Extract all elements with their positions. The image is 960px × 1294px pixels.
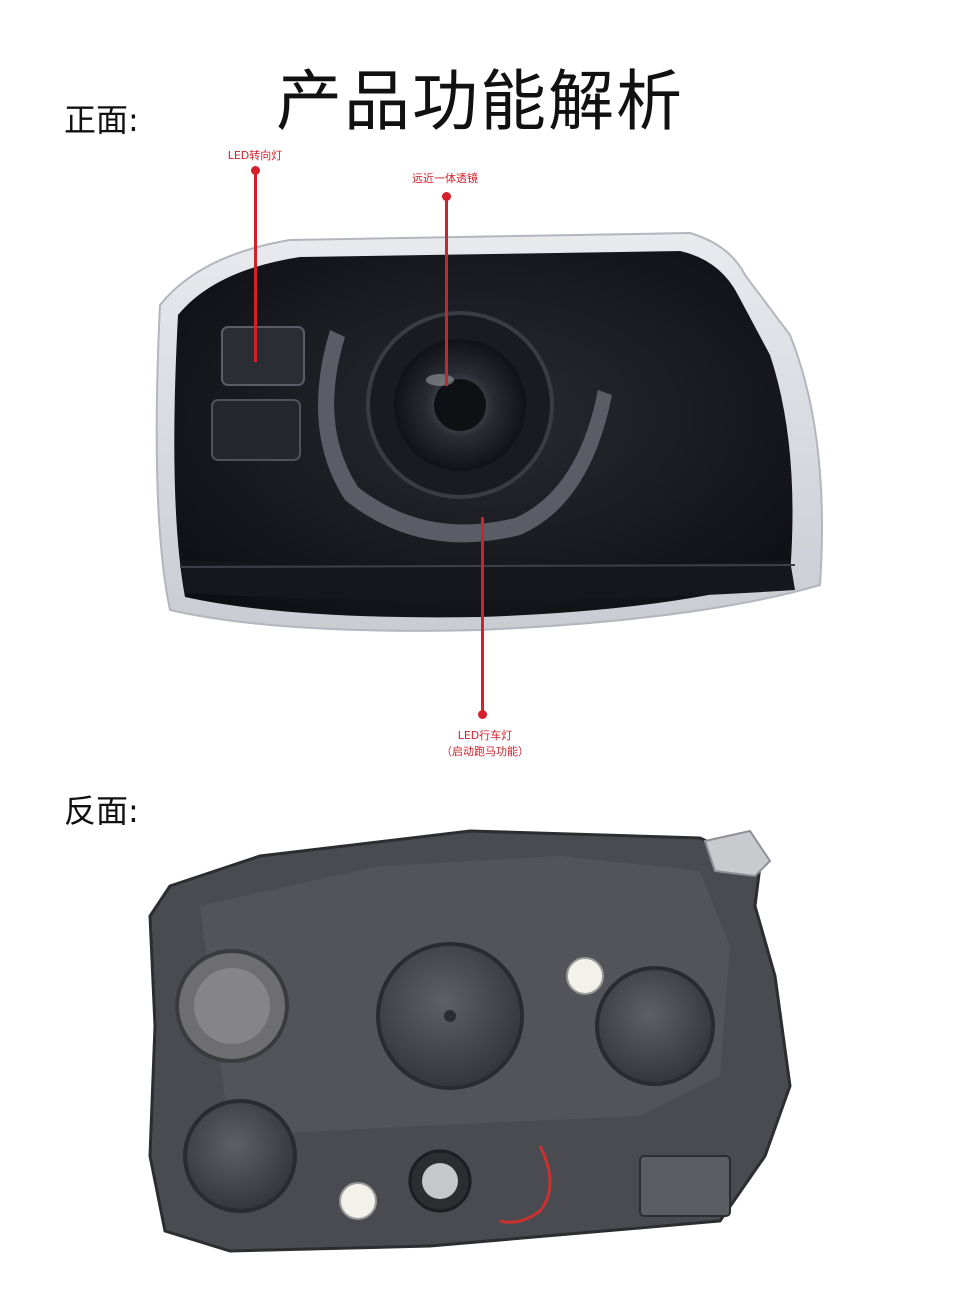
lens-callout-label: 远近一体透镜 [412,172,478,185]
drl-callout-label: LED行车灯 [457,729,513,742]
drl-callout-line [481,517,484,711]
headlight-back-image [148,829,792,1253]
turn-signal-callout-line [254,170,257,362]
drl-callout-sublabel: （启动跑马功能） [441,745,529,758]
lens-callout-line [445,196,448,386]
drl-callout-dot [478,710,487,719]
page-title: 产品功能解析 [276,63,684,140]
turn-signal-callout-label: LED转向灯 [227,149,283,162]
back-view-label: 反面: [64,792,139,830]
headlight-front-image [155,231,823,632]
front-view-label: 正面: [64,101,139,139]
